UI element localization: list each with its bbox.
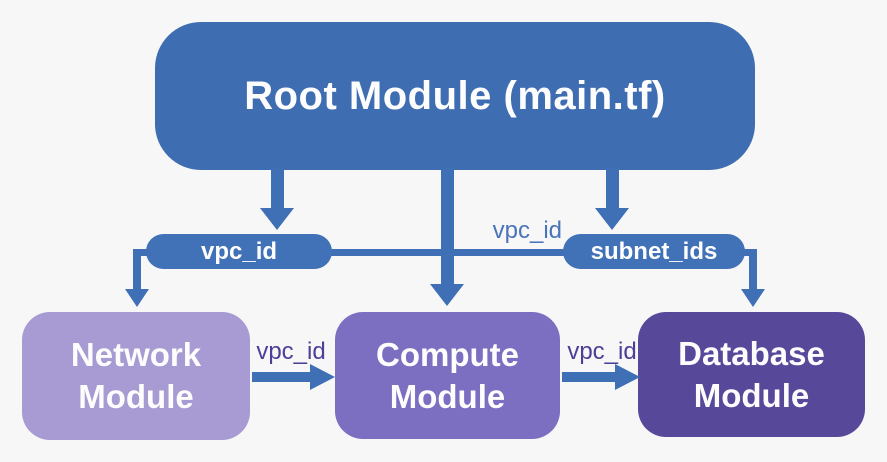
database-module-label-line2: Module: [693, 376, 810, 414]
network-module-node: Network Module: [22, 312, 250, 440]
database-module-node: Database Module: [638, 312, 865, 437]
arrow-shaft: [749, 249, 757, 290]
network-module-label-line2: Module: [78, 378, 194, 415]
edge-label-network-compute: vpc_id: [256, 338, 326, 365]
arrow-elbow: [740, 249, 754, 256]
connector-vpc-to-subnet-line: [330, 249, 565, 256]
arrowhead-right-icon: [615, 364, 640, 390]
arrowhead-right-icon: [310, 364, 335, 390]
arrowhead-down-icon: [595, 208, 629, 230]
root-module-label: Root Module (main.tf): [244, 73, 666, 118]
subnet-ids-pill: subnet_ids: [563, 234, 745, 269]
subnet-ids-pill-label: subnet_ids: [590, 237, 718, 265]
compute-module-label-line1: Compute: [376, 335, 519, 373]
arrow-shaft: [133, 249, 141, 290]
arrowhead-down-icon: [125, 289, 149, 307]
compute-module-label-line2: Module: [389, 377, 506, 415]
arrow-elbow: [137, 249, 151, 256]
arrow-shaft: [271, 168, 284, 210]
arrow-shaft: [562, 372, 617, 382]
root-module-node: Root Module (main.tf): [155, 22, 755, 170]
arrowhead-down-icon: [430, 284, 464, 306]
edge-label-compute-database: vpc_id: [567, 338, 637, 365]
edge-label-root-subnet: vpc_id: [492, 217, 562, 244]
arrow-shaft: [606, 168, 619, 210]
arrow-shaft: [441, 168, 454, 285]
vpc-id-pill-label: vpc_id: [200, 237, 278, 265]
arrowhead-down-icon: [260, 208, 294, 230]
database-module-label-line1: Database: [678, 334, 825, 372]
vpc-id-pill: vpc_id: [146, 234, 332, 269]
arrowhead-down-icon: [741, 289, 765, 307]
arrow-shaft: [252, 372, 312, 382]
network-module-label-line1: Network: [70, 336, 202, 374]
compute-module-node: Compute Module: [335, 312, 560, 439]
